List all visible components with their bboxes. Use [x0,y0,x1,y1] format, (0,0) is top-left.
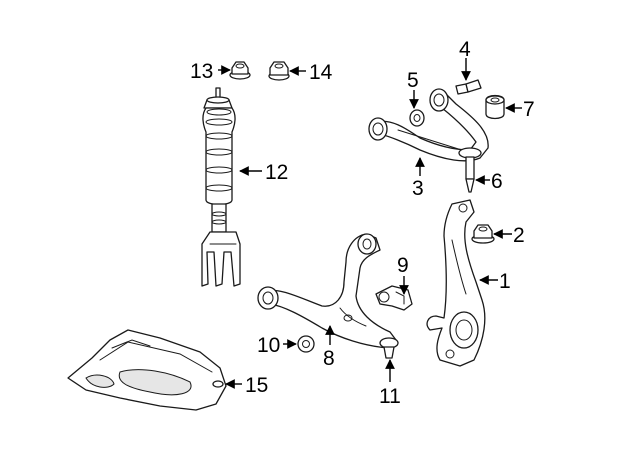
hex-nut-14-part[interactable] [268,61,290,81]
callout-2: 2 [513,224,525,247]
callout-3: 3 [412,177,424,200]
callout-1: 1 [499,270,511,293]
leader-lines [218,58,522,389]
nut-5-part[interactable] [409,109,425,127]
steering-knuckle-part[interactable] [426,199,486,367]
callout-12: 12 [265,161,288,184]
callout-7: 7 [523,98,535,121]
callout-10: 10 [257,334,280,357]
callout-5: 5 [407,69,419,92]
bracket-9-part[interactable] [375,285,413,311]
bolt-4-part[interactable] [455,79,482,95]
nut-10-part[interactable] [297,335,315,353]
skid-plate-part[interactable] [67,329,227,411]
flange-nut-2-part[interactable] [471,224,495,244]
callout-11: 11 [379,385,401,408]
callout-9: 9 [397,254,409,277]
air-strut-part[interactable] [201,87,241,287]
callout-13: 13 [190,60,213,83]
callout-15: 15 [245,374,268,397]
callout-6: 6 [491,170,503,193]
callout-8: 8 [323,347,335,370]
callout-4: 4 [459,38,471,61]
upper-control-arm-part[interactable] [368,88,489,193]
callout-labels: 1 2 3 4 5 6 7 8 9 10 11 12 13 14 15 [190,38,535,408]
callout-14: 14 [309,61,333,84]
flange-nut-13-part[interactable] [229,61,251,80]
bushing-7-part[interactable] [485,94,505,120]
